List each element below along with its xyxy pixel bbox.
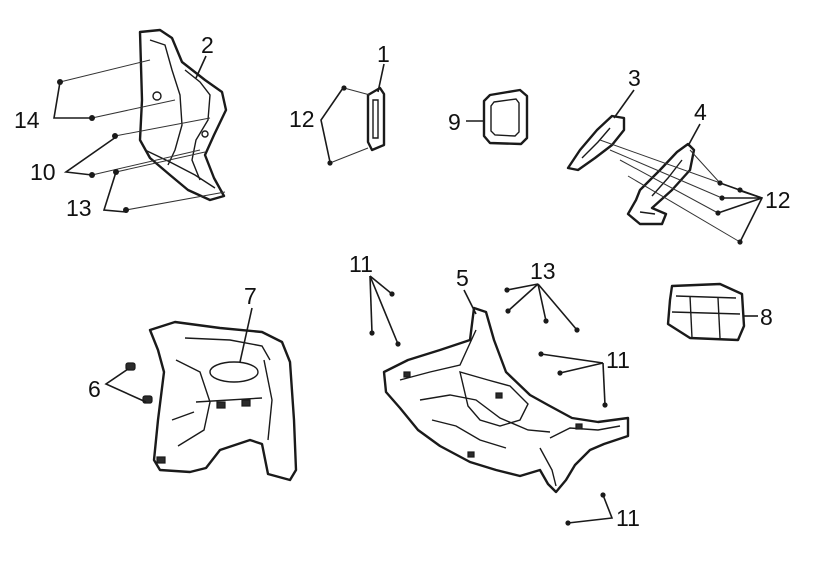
callout-12-right: 12 xyxy=(765,187,791,213)
callout-4: 4 xyxy=(694,99,707,125)
part-7-front-body xyxy=(148,320,298,482)
callout-7: 7 xyxy=(244,283,257,309)
callout-6: 6 xyxy=(88,376,101,402)
callout-2: 2 xyxy=(201,32,214,58)
callout-13-center: 13 xyxy=(530,258,556,284)
part-8-box xyxy=(666,282,746,342)
part-13-fasteners-center xyxy=(504,287,580,333)
callout-11-top: 11 xyxy=(349,251,373,277)
part-1-bracket xyxy=(327,85,386,166)
part-3-shroud xyxy=(566,114,626,172)
part-2-inner-panel xyxy=(138,28,228,202)
part-6-clips xyxy=(125,362,153,404)
callout-13-left: 13 xyxy=(66,195,92,221)
callout-1: 1 xyxy=(377,41,390,67)
part-5-floor-frame xyxy=(382,306,630,494)
callout-14: 14 xyxy=(14,107,40,133)
callout-5: 5 xyxy=(456,265,469,291)
part-4-shroud xyxy=(626,142,696,226)
leader-lines xyxy=(53,55,764,524)
callout-11-right: 11 xyxy=(606,347,630,373)
callout-3: 3 xyxy=(628,65,641,91)
part-9-seal-ring xyxy=(482,88,529,146)
part-2-fasteners xyxy=(57,59,226,213)
callout-8: 8 xyxy=(760,304,773,330)
callout-9: 9 xyxy=(448,109,461,135)
part-12-fasteners-right xyxy=(599,139,743,245)
callout-11-bottom: 11 xyxy=(616,505,640,531)
callout-10: 10 xyxy=(30,159,56,185)
callout-12-left: 12 xyxy=(289,106,315,132)
callout-labels: 1 2 3 4 5 6 7 8 9 10 11 11 11 12 12 13 1… xyxy=(14,32,791,531)
